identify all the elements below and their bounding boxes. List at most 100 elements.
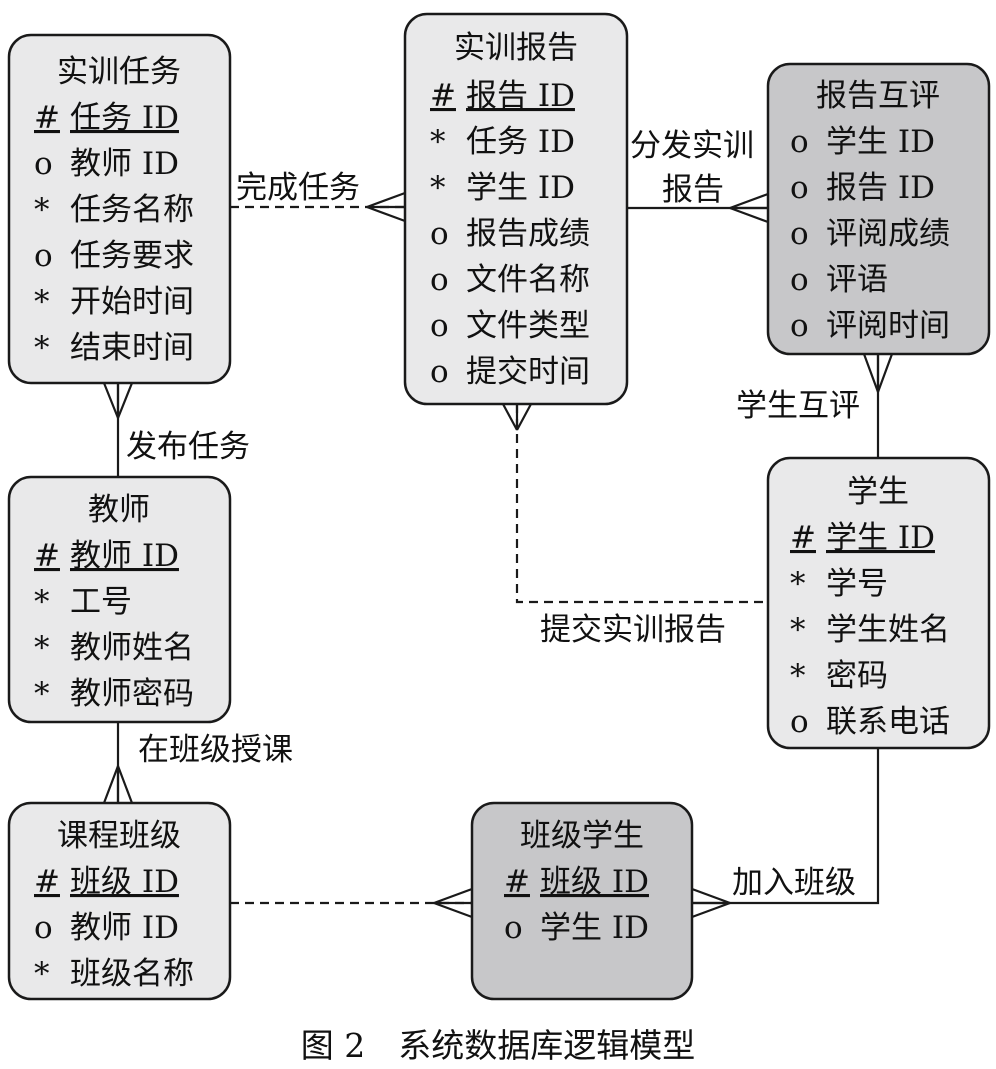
rel-distribute-report-connector (627, 192, 769, 224)
attribute-marker: * (34, 584, 50, 620)
attribute-list: # 教师 ID * 工号 * 教师姓名 * 教师密码 (34, 538, 194, 712)
attribute-name: 班级名称 (70, 956, 194, 992)
entity-course-class: 课程班级 # 班级 ID o 教师 ID * 班级名称 (7, 801, 232, 1001)
entity-title: 课程班级 (57, 818, 181, 854)
attribute-marker: o (430, 216, 449, 252)
attribute-name: 学号 (826, 566, 888, 602)
attribute-name: 文件类型 (466, 308, 590, 344)
entity-title: 实训任务 (57, 54, 181, 90)
attribute-marker: o (34, 910, 53, 946)
attribute-marker: * (34, 284, 50, 320)
attribute-list: # 班级 ID o 学生 ID (504, 864, 649, 946)
attribute-name: 教师 ID (70, 910, 179, 946)
entity-box (766, 456, 991, 750)
attribute-primary-key: 学生 ID (826, 520, 935, 556)
attribute-marker: # (34, 100, 60, 136)
label-join-class: 加入班级 (732, 865, 856, 901)
attribute-marker: * (34, 676, 50, 712)
attribute-marker: * (790, 612, 806, 648)
attribute-name: 评阅成绩 (826, 216, 950, 252)
attribute-marker: # (790, 520, 816, 556)
attribute-primary-key: 任务 ID (70, 100, 179, 136)
rel-publish-task-connector (102, 382, 134, 477)
attribute-name: 学生 ID (540, 910, 649, 946)
attribute-primary-key: 班级 ID (540, 864, 649, 900)
attribute-name: 任务 ID (466, 124, 575, 160)
attribute-primary-key: 班级 ID (70, 864, 179, 900)
entity-box (403, 12, 629, 406)
attribute-list: # 学生 ID * 学号 * 学生姓名 * 密码 o 联系电话 (790, 520, 950, 740)
attribute-name: 开始时间 (70, 284, 194, 320)
attribute-name: 联系电话 (826, 704, 950, 740)
entity-title: 班级学生 (520, 818, 644, 854)
label-submit-report: 提交实训报告 (540, 612, 726, 648)
entity-title: 学生 (847, 474, 909, 510)
attribute-list: # 任务 ID o 教师 ID * 任务名称 o 任务要求 * 开始时间 * 结束时间 (34, 100, 194, 366)
attribute-name: 密码 (826, 658, 888, 694)
label-complete-task: 完成任务 (236, 170, 360, 206)
attribute-marker: # (504, 864, 530, 900)
figure-caption: 图 2 系统数据库逻辑模型 (301, 1026, 696, 1065)
attribute-name: 教师 ID (70, 146, 179, 182)
attribute-marker: o (504, 910, 523, 946)
attribute-marker: * (34, 956, 50, 992)
attribute-marker: o (790, 308, 809, 344)
entity-box (7, 475, 232, 724)
attribute-marker: * (790, 658, 806, 694)
attribute-name: 工号 (70, 584, 132, 620)
attribute-marker: * (34, 192, 50, 228)
attribute-name: 报告 ID (826, 170, 935, 206)
rel-teach-in-class-connector (102, 722, 134, 804)
entity-training-task: 实训任务 # 任务 ID o 教师 ID * 任务名称 o 任务要求 * 开始时间 * 结束时间 (7, 33, 232, 385)
attribute-marker: o (790, 216, 809, 252)
rel-complete-task-connector (230, 191, 406, 223)
entity-box (7, 801, 232, 1001)
attribute-marker: o (430, 262, 449, 298)
attribute-name: 教师密码 (70, 676, 194, 712)
rel-student-peer-review-connector (862, 353, 894, 458)
attribute-name: 文件名称 (466, 262, 590, 298)
entity-title: 实训报告 (454, 30, 578, 66)
attribute-marker: * (430, 170, 446, 206)
attribute-marker: * (790, 566, 806, 602)
attribute-marker: o (790, 170, 809, 206)
rel-submit-report-connector (502, 403, 768, 604)
label-teach-in-class: 在班级授课 (138, 732, 293, 768)
entity-box (7, 33, 232, 385)
attribute-list: # 班级 ID o 教师 ID * 班级名称 (34, 864, 194, 992)
rel-course-class-student-connector (230, 887, 473, 919)
entity-title: 报告互评 (816, 78, 940, 114)
attribute-marker: * (34, 330, 50, 366)
attribute-marker: o (34, 238, 53, 274)
attribute-marker: * (430, 124, 446, 160)
attribute-marker: o (790, 262, 809, 298)
attribute-marker: o (34, 146, 53, 182)
attribute-name: 报告成绩 (466, 216, 590, 252)
label-distribute-report-line1: 分发实训 (630, 128, 754, 164)
entity-class-student: 班级学生 # 班级 ID o 学生 ID (470, 801, 694, 1001)
attribute-name: 结束时间 (70, 330, 194, 366)
attribute-marker: o (790, 704, 809, 740)
attribute-marker: # (34, 864, 60, 900)
attribute-marker: * (34, 630, 50, 666)
attribute-name: 教师姓名 (70, 630, 194, 666)
entity-box (470, 801, 694, 1001)
attribute-name: 评阅时间 (826, 308, 950, 344)
entity-teacher: 教师 #教师 ID*工号*教师姓名*教师密码 (7, 475, 232, 724)
label-publish-task: 发布任务 (126, 429, 250, 465)
attribute-name: 评语 (826, 262, 888, 298)
attribute-name: 学生 ID (826, 124, 935, 160)
attribute-name: 学生 ID (466, 170, 575, 206)
attribute-name: 任务要求 (70, 238, 194, 274)
attribute-marker: # (430, 78, 456, 114)
attribute-primary-key: 教师 ID (70, 538, 179, 574)
attribute-name: 学生姓名 (826, 612, 950, 648)
attribute-name: 任务名称 (70, 192, 194, 228)
entity-box (766, 62, 991, 356)
entity-student: 学生 # 学生 ID * 学号 * 学生姓名 * 密码 o 联系电话 (766, 456, 991, 750)
attribute-marker: o (430, 354, 449, 390)
attribute-marker: # (34, 538, 60, 574)
